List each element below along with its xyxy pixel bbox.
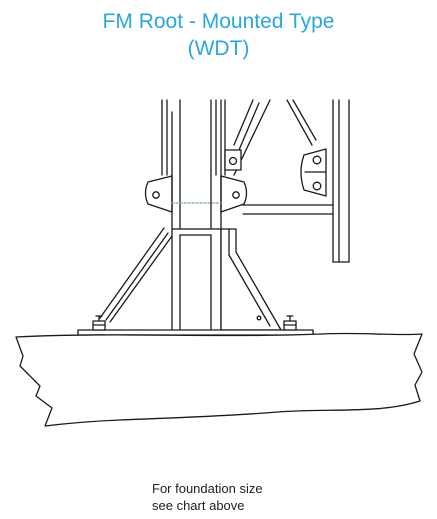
base-plate [77,329,314,336]
note-line-1: For foundation size [152,481,263,496]
base-post [171,228,222,331]
mast-legs [161,99,226,176]
cross-brace [233,99,350,263]
gusset-plates [144,175,248,213]
foundation-block [15,332,423,427]
note-line-2: see chart above [152,498,245,513]
upper-plate [224,149,242,171]
mast-body [171,174,222,229]
title-line-1: FM Root - Mounted Type [102,10,335,33]
tie-bar [242,204,334,215]
anchor-bolt-right [283,315,297,331]
diagram-title: FM Root - Mounted Type (WDT) [0,8,437,62]
title-line-2: (WDT) [187,37,250,60]
foundation-note: For foundation size see chart above [152,480,263,514]
clamp-bracket [300,148,327,197]
base-gusset-right [220,228,282,331]
base-gusset-left [99,227,173,323]
anchor-bolt-left [92,315,106,331]
